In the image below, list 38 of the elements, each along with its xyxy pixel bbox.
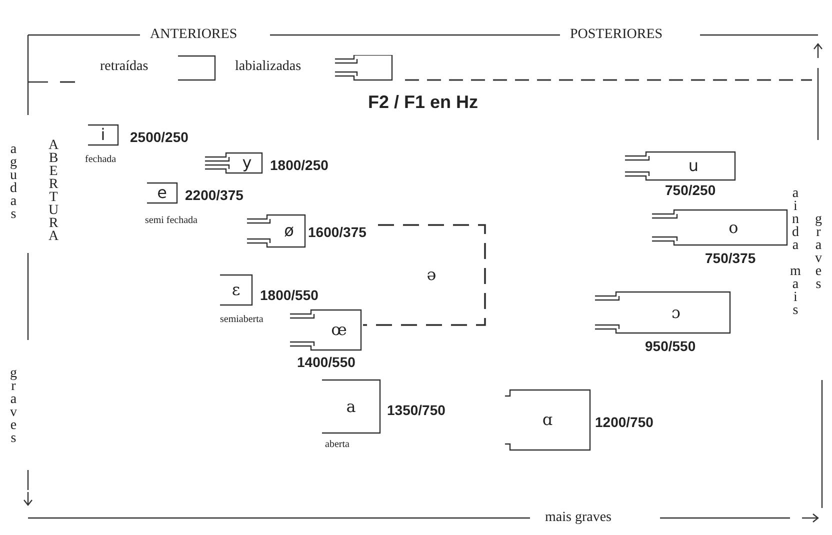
formant-value: 750/375 (705, 250, 756, 266)
axis-label: graves (6, 366, 20, 444)
formant-value: 2500/250 (130, 129, 188, 145)
vowel-symbol: ɔ (672, 304, 680, 322)
vowel-symbol: o (728, 218, 738, 236)
aperture-label: semiaberta (220, 314, 264, 326)
vowel-symbol: ə (426, 266, 436, 284)
formant-value: 1800/550 (260, 287, 318, 303)
vowel-symbol: œ (331, 321, 347, 339)
axis-label: ABERTURA (46, 138, 60, 242)
legend-label: labializadas (235, 59, 302, 75)
axis-label: POSTERIORES (570, 27, 663, 43)
formant-value: 1800/250 (270, 157, 328, 173)
vowel-symbol: ɛ (232, 281, 240, 299)
vowel-symbol: ø (284, 222, 294, 240)
formant-value: 1350/750 (387, 402, 446, 418)
vowel-symbol: i (100, 126, 106, 144)
axis-label: mais graves (545, 510, 612, 526)
axis-label: agudas (6, 142, 20, 220)
vowel-symbol: ɑ (542, 411, 553, 429)
vowel-symbol: y (242, 154, 252, 172)
chart-title: F2 / F1 en Hz (368, 92, 478, 113)
axis-label: ainda mais (788, 186, 802, 316)
formant-value: 1600/375 (308, 224, 366, 240)
vowel-symbol: u (688, 157, 699, 175)
axis-label: ANTERIORES (150, 27, 238, 43)
aperture-label: semi fechada (145, 215, 198, 227)
formant-value: 1200/750 (595, 414, 654, 430)
formant-value: 1400/550 (297, 354, 356, 370)
formant-value: 950/550 (645, 338, 696, 354)
vowel-symbol: a (346, 398, 356, 416)
formant-value: 2200/375 (185, 187, 244, 203)
axis-label: graves (811, 212, 825, 290)
formant-value: 750/250 (665, 182, 716, 198)
vowel-symbol: e (157, 184, 167, 202)
legend-label: retraídas (100, 59, 148, 75)
aperture-label: fechada (85, 154, 116, 166)
aperture-label: aberta (325, 439, 350, 451)
